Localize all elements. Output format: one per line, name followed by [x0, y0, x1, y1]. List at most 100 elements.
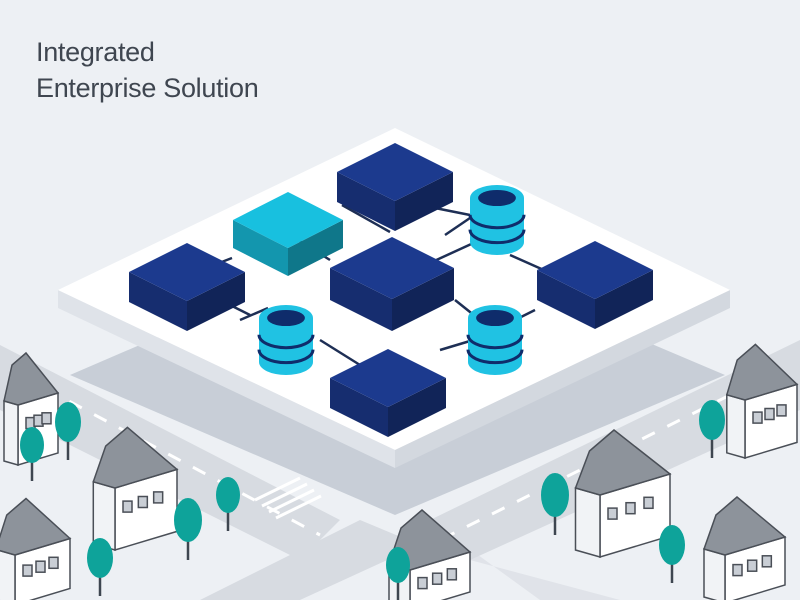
block-side-left [537, 270, 595, 329]
tree-icon [659, 525, 685, 583]
house-window [607, 507, 618, 520]
server-block-icon [330, 349, 446, 437]
block-side-right [187, 272, 245, 331]
house-window [122, 500, 133, 513]
tree-crown [659, 525, 685, 565]
block-side-right [388, 378, 446, 437]
block-top [330, 349, 446, 407]
block-top [330, 237, 454, 299]
page-title: Integrated Enterprise Solution [36, 34, 259, 106]
block-top [129, 243, 245, 301]
crosswalk [254, 476, 322, 520]
house-gable [703, 548, 726, 600]
house-roof [703, 496, 787, 556]
server-block-icon [537, 241, 653, 329]
block-side-left [337, 172, 395, 231]
connector-line [444, 216, 471, 237]
database-band [257, 349, 315, 365]
tree-crown [20, 427, 44, 463]
tree-icon [55, 402, 81, 460]
database-band [466, 334, 524, 350]
house-window [732, 563, 743, 577]
tree-icon [174, 498, 202, 560]
house-window [48, 556, 59, 570]
title-line-2: Enterprise Solution [36, 73, 259, 103]
house-roof [3, 351, 60, 406]
house-window [643, 496, 654, 510]
title-line-1: Integrated [36, 37, 155, 67]
database-band [466, 349, 524, 365]
road-markings [19, 368, 781, 537]
block-side-right [392, 268, 454, 331]
house-window [152, 491, 164, 504]
house-window [431, 572, 443, 585]
house-icon [92, 426, 179, 552]
connector-line [319, 338, 361, 367]
house-icon [0, 497, 72, 600]
database-top-inner [267, 309, 305, 327]
database-icon [466, 305, 524, 375]
server-block-icon [233, 192, 343, 276]
database-band [257, 334, 315, 350]
database-top-inner [476, 309, 514, 327]
house-roof [574, 429, 672, 496]
house-window [446, 568, 458, 581]
server-block-icon [330, 237, 454, 331]
tree-crown [55, 402, 81, 442]
server-block-icon [337, 143, 453, 231]
house-window [41, 412, 52, 425]
tree-crown [216, 477, 240, 513]
block-side-right [395, 172, 453, 231]
block-side-left [330, 378, 388, 437]
house-gable [0, 549, 16, 600]
house-window [776, 404, 787, 417]
block-side-right [595, 270, 653, 329]
house-icon [388, 509, 472, 600]
tree-icon [386, 547, 410, 600]
house-window [764, 407, 775, 421]
house-gable [726, 393, 746, 459]
house-window [22, 564, 33, 577]
tree-crown [87, 538, 113, 578]
house-gable [3, 400, 19, 466]
trees-layer [20, 400, 725, 600]
block-top [233, 192, 343, 248]
house-roof [92, 426, 179, 489]
connector-line [239, 306, 269, 322]
house-gable [574, 487, 601, 558]
platform-side-right [395, 290, 730, 468]
house-icon [703, 496, 787, 600]
house-window [625, 501, 636, 515]
tree-icon [541, 473, 569, 535]
house-window [761, 555, 773, 568]
database-band [468, 214, 526, 230]
database-band [468, 229, 526, 245]
tree-icon [216, 477, 240, 531]
house-window [752, 411, 763, 424]
house-window [417, 576, 428, 590]
house-icon [725, 343, 799, 460]
block-side-right [288, 220, 343, 276]
block-side-left [330, 268, 392, 331]
house-roof [725, 343, 799, 401]
house-roof [0, 497, 72, 556]
tree-icon [699, 400, 725, 458]
houses-layer [0, 343, 799, 600]
nodes-layer [129, 143, 653, 437]
tree-icon [87, 538, 113, 596]
tree-crown [699, 400, 725, 440]
tree-crown [541, 473, 569, 517]
tree-crown [386, 547, 410, 583]
block-top [537, 241, 653, 299]
tree-crown [174, 498, 202, 542]
house-window [746, 559, 758, 572]
connector-line [341, 203, 391, 234]
database-icon [468, 185, 526, 255]
database-top-inner [478, 189, 516, 207]
block-side-left [129, 272, 187, 331]
house-window [35, 560, 46, 573]
house-window [137, 495, 149, 509]
server-block-icon [129, 243, 245, 331]
database-icon [257, 305, 315, 375]
